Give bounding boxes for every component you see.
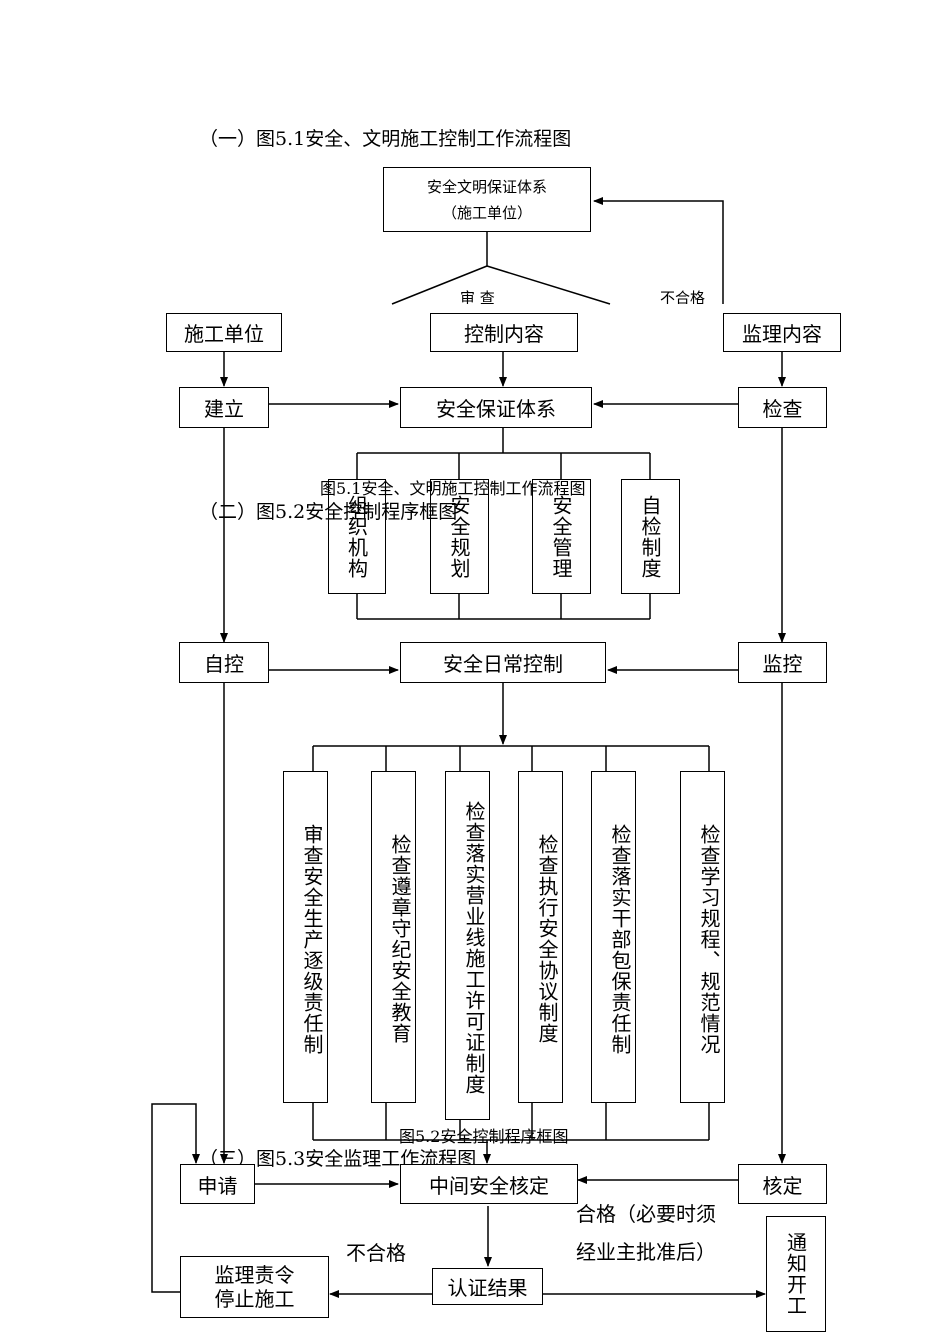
check-item-regulations: 检查学习规程、规范情况	[680, 771, 725, 1103]
safety-system-sub-label: （施工单位）	[441, 203, 532, 222]
sub-item-safety-management: 安全管理	[532, 479, 591, 594]
sub-item-self-inspection: 自检制度	[621, 479, 680, 594]
review-label: 审 查	[460, 290, 495, 304]
safety-system-label: 安全文明保证体系	[426, 177, 547, 196]
control-content-box: 控制内容	[430, 313, 578, 352]
construction-unit-box: 施工单位	[166, 313, 282, 352]
notify-start-box: 通知开工	[766, 1216, 826, 1332]
sub-item-safety-plan: 安全规划	[430, 479, 489, 594]
check-item-cadre-guarantee: 检查落实干部包保责任制	[591, 771, 636, 1103]
figure1-caption: 图5.1安全、文明施工控制工作流程图	[320, 479, 586, 498]
daily-control-box: 安全日常控制	[400, 642, 606, 683]
fail-label-top: 不合格	[660, 290, 706, 304]
certification-result-box: 认证结果	[432, 1268, 543, 1305]
apply-box: 申请	[180, 1164, 255, 1204]
self-control-box: 自控	[179, 642, 269, 683]
safety-assurance-system-box: 安全保证体系	[400, 387, 592, 428]
inspect-box: 检查	[738, 387, 827, 428]
figure2-caption: 图5.2安全控制程序框图	[399, 1127, 569, 1146]
stop-construction-line2: 停止施工	[214, 1287, 295, 1311]
check-item-responsibility: 审查安全生产逐级责任制	[283, 771, 328, 1103]
mid-safety-check-box: 中间安全核定	[400, 1164, 578, 1204]
verify-box: 核定	[738, 1164, 827, 1204]
supervise-box: 监控	[738, 642, 827, 683]
check-item-permit: 检查落实营业线施工许可证制度	[445, 771, 490, 1120]
check-item-education: 检查遵章守纪安全教育	[371, 771, 416, 1103]
safety-system-box: 安全文明保证体系 （施工单位）	[383, 167, 591, 232]
supervision-content-box: 监理内容	[723, 313, 841, 352]
sub-item-organization: 组织机构	[328, 479, 386, 594]
stop-construction-box: 监理责令 停止施工	[180, 1256, 329, 1318]
pass-label-line2: 经业主批准后）	[576, 1240, 716, 1264]
fail-label: 不合格	[346, 1241, 406, 1265]
check-item-agreement: 检查执行安全协议制度	[518, 771, 563, 1103]
figure1-heading: （一）图5.1安全、文明施工控制工作流程图	[199, 128, 572, 150]
pass-label-line1: 合格（必要时须	[576, 1202, 716, 1226]
figure2-heading: （二）图5.2安全控制程序框图	[199, 501, 458, 523]
stop-construction-line1: 监理责令	[214, 1263, 295, 1287]
establish-box: 建立	[179, 387, 269, 428]
